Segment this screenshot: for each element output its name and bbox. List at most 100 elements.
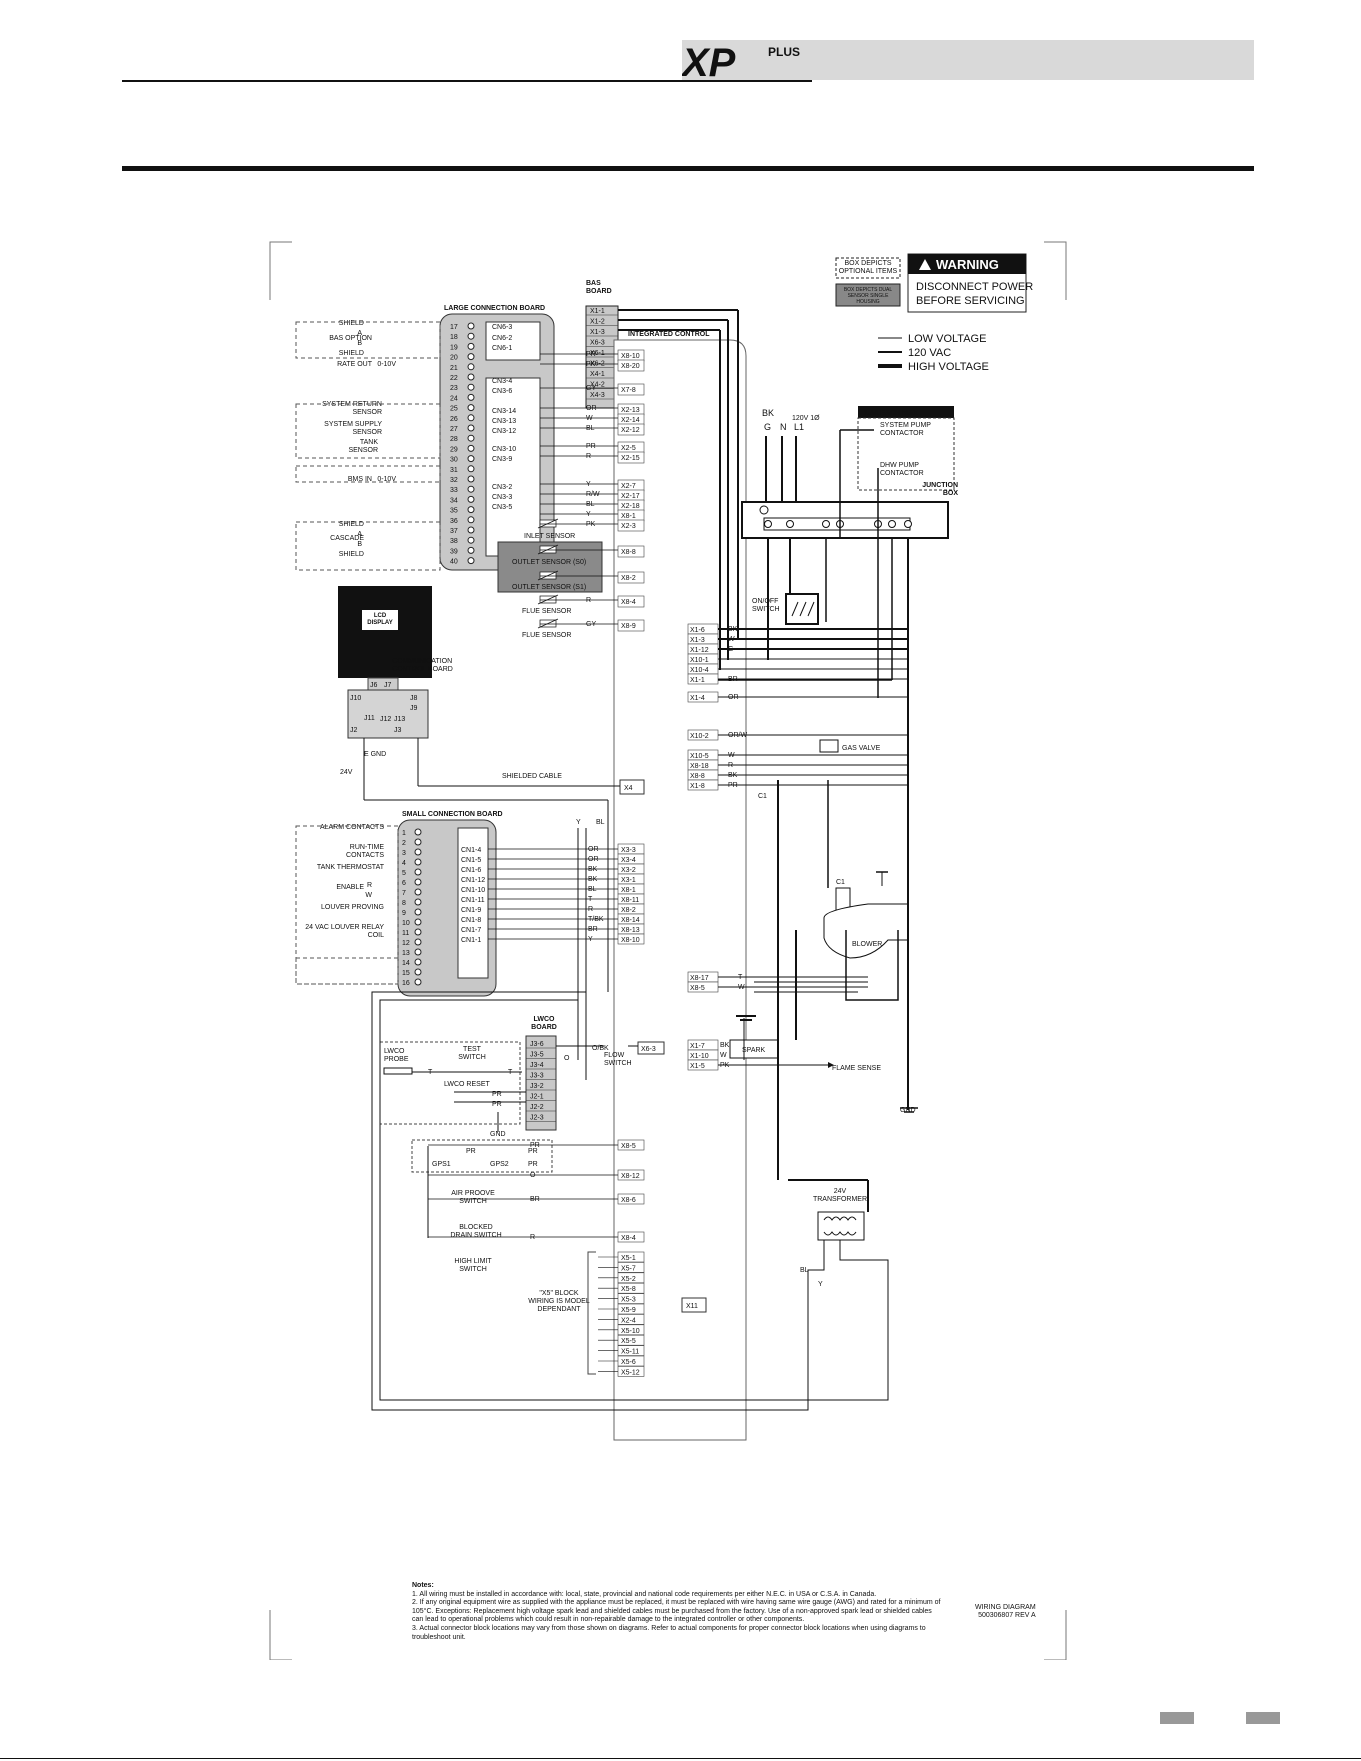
large-terminal-screw [467, 424, 475, 432]
ic-pin-x11 [681, 1297, 707, 1313]
ic-pin-x11-label: X11 [686, 1303, 698, 1310]
dhw-pump-label: DHW PUMP CONTACTOR [880, 462, 924, 477]
v24-label: 24V [340, 769, 353, 776]
flue-sensor-2-label: FLUE SENSOR [522, 632, 571, 639]
small-left-label-6: LOUVER PROVING [321, 904, 384, 911]
ic-top-pin-11: X8-1 [621, 513, 636, 520]
small-terminal-13: 13 [402, 950, 410, 957]
ic-top-color-15: R [586, 597, 591, 604]
air-proove-label: AIR PROOVE SWITCH [451, 1190, 495, 1205]
sensor-icon-slash [537, 618, 559, 629]
small-terminal-9: 9 [402, 910, 406, 917]
integrated-control-body [613, 339, 747, 1441]
blower-housing [823, 903, 909, 959]
small-terminal-screw [414, 828, 422, 836]
legend-dual-text: BOX DEPICTS DUAL SENSOR SINGLE HOUSING [843, 287, 893, 305]
gps-pr-label-2: PR [528, 1148, 538, 1155]
ic-small-color-9: Y [588, 936, 593, 943]
comm-j9: J9 [410, 705, 418, 712]
ic-x5-pin-7: X5-10 [621, 1328, 640, 1335]
section-rule [122, 166, 1254, 171]
small-terminal-screw [414, 848, 422, 856]
ic-top-color-8: Y [586, 481, 591, 488]
lwco-title: LWCO BOARD [531, 1016, 557, 1031]
footnote-line1: WIRING DIAGRAM [975, 1604, 1036, 1611]
bottom-rule [0, 1758, 1361, 1759]
small-terminal-screw [414, 858, 422, 866]
large-terminal-27: 27 [450, 426, 458, 433]
integrated-control: INTEGRATED CONTROL X8-10PRX8-20PKX7-8GYX… [530, 331, 834, 1441]
footer-box-left [1160, 1712, 1194, 1724]
lwco-probe-label: LWCO PROBE [384, 1048, 409, 1063]
large-left-label-0: SHIELD [339, 320, 364, 327]
lwco-reset-label: LWCO RESET [444, 1081, 490, 1088]
sensor-icon-slash [537, 544, 559, 555]
ic-right-pin-3: X10-1 [690, 657, 709, 664]
small-cn-7: CN1-8 [461, 917, 481, 924]
small-terminal-8: 8 [402, 900, 406, 907]
wires [363, 309, 918, 1411]
ic-x5-pin-1: X5-7 [621, 1265, 636, 1272]
ic-lower-pin-1: X8-12 [621, 1173, 640, 1180]
large-terminal-screw [467, 414, 475, 422]
small-terminal-11: 11 [402, 930, 409, 937]
ic-top-pin-4: X2-14 [621, 417, 640, 424]
small-terminal-2: 2 [402, 840, 406, 847]
ic-top-pin-box [617, 545, 645, 558]
gps-pr-label: PR [466, 1148, 476, 1155]
small-cn-5: CN1-11 [461, 897, 485, 904]
ic-top-color-1: PK [586, 361, 596, 368]
large-terminal-screw [467, 516, 475, 524]
c1-label-blower: C1 [836, 879, 845, 886]
lwco-pr-label: PR [492, 1091, 502, 1098]
large-cn-12: CN3-5 [492, 504, 512, 511]
small-left-label-4: R [367, 882, 372, 889]
large-left-label-15: CASCADE [330, 535, 364, 542]
small-terminal-screw [414, 978, 422, 986]
junction-box-label: JUNCTION BOX [922, 482, 958, 497]
small-terminal-3: 3 [402, 850, 406, 857]
small-connection-board: SMALL CONNECTION BOARD 12345678910111213… [295, 811, 605, 997]
lwco-pr-label-2: PR [492, 1101, 502, 1108]
blocked-drain-label: BLOCKED DRAIN SWITCH [450, 1224, 502, 1239]
large-terminal-30: 30 [450, 457, 458, 464]
large-terminal-screw [467, 353, 475, 361]
small-left-label-7: 24 VAC LOUVER RELAY COIL [305, 924, 384, 939]
logo-text: XP [682, 42, 736, 80]
large-cn-7: CN3-12 [492, 428, 516, 435]
large-board-cn3-block [485, 377, 541, 557]
gas-valve-label: GAS VALVE [842, 745, 881, 752]
on-off-switch [785, 593, 819, 625]
large-terminal-screw [467, 363, 475, 371]
large-cn-5: CN3-14 [492, 408, 516, 415]
large-terminal-31: 31 [450, 467, 458, 474]
large-terminal-screw [467, 342, 475, 350]
small-terminal-14: 14 [402, 960, 410, 967]
ic-blower-pin-1: X8-5 [690, 985, 705, 992]
ic-top-color-4: W [586, 415, 593, 422]
ic-small-pin-2: X3-2 [621, 867, 636, 874]
bas-pin-0: X1-1 [590, 308, 605, 315]
ic-top-color-11: Y [586, 511, 591, 518]
ic-top-color-3: OR [586, 405, 597, 412]
large-cn-11: CN3-3 [492, 494, 512, 501]
small-left-label-5: W [365, 892, 372, 899]
x5-note: "X5" BLOCK WIRING IS MODEL DEPENDANT [528, 1290, 590, 1313]
large-terminal-19: 19 [450, 344, 458, 351]
small-cn-9: CN1-1 [461, 937, 481, 944]
outlet-s0-label: OUTLET SENSOR (S0) [512, 559, 586, 566]
large-left-label-2: B [357, 340, 362, 347]
ic-right-pin-4: X10-4 [690, 667, 709, 674]
small-terminal-screw [414, 928, 422, 936]
inlet-sensor-label: INLET SENSOR [524, 533, 575, 540]
lwco-pin-5: J2-1 [530, 1094, 544, 1101]
lwco-pin-2: J3-4 [530, 1062, 544, 1069]
large-terminal-screw [467, 455, 475, 463]
ic-small-pin-8: X8-13 [621, 927, 640, 934]
large-left-label-13: A [357, 531, 362, 538]
large-board-title: LARGE CONNECTION BOARD [444, 305, 545, 312]
lwco-pin-6: J2-2 [530, 1104, 544, 1111]
small-terminal-screw [414, 878, 422, 886]
ic-top-pin-box [617, 359, 645, 372]
wiring-diagram: BOX DEPICTS OPTIONAL ITEMS BOX DEPICTS D… [269, 241, 1067, 1660]
